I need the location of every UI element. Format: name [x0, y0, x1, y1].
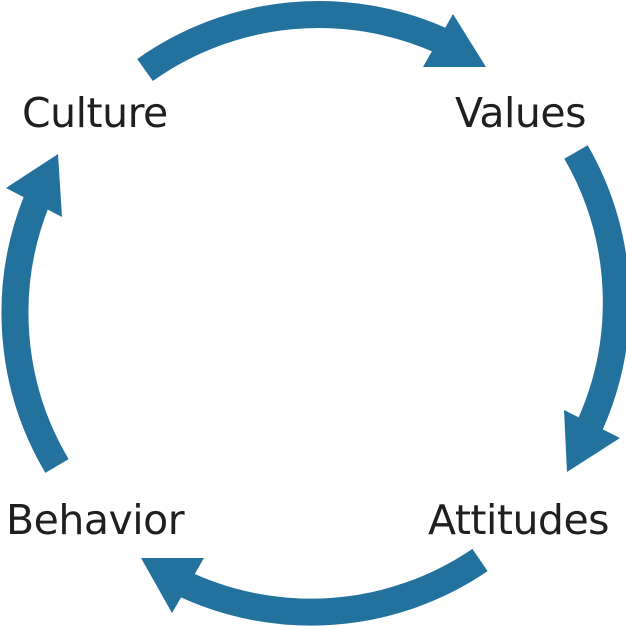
- node-values: Values: [455, 89, 586, 137]
- arrowhead-left-icon: [6, 154, 62, 217]
- arrow-behavior-to-culture: [1, 194, 69, 473]
- arrow-culture-to-values: [137, 1, 448, 82]
- node-behavior: Behavior: [6, 496, 185, 544]
- arrowhead-bottom-icon: [141, 558, 204, 613]
- node-culture: Culture: [22, 89, 168, 137]
- arrowhead-top-icon: [423, 14, 486, 67]
- arrowhead-right-icon: [564, 410, 620, 472]
- node-attitudes: Attitudes: [428, 496, 610, 544]
- arrow-attitudes-to-behavior: [174, 548, 488, 626]
- arrow-values-to-attitudes: [564, 145, 626, 431]
